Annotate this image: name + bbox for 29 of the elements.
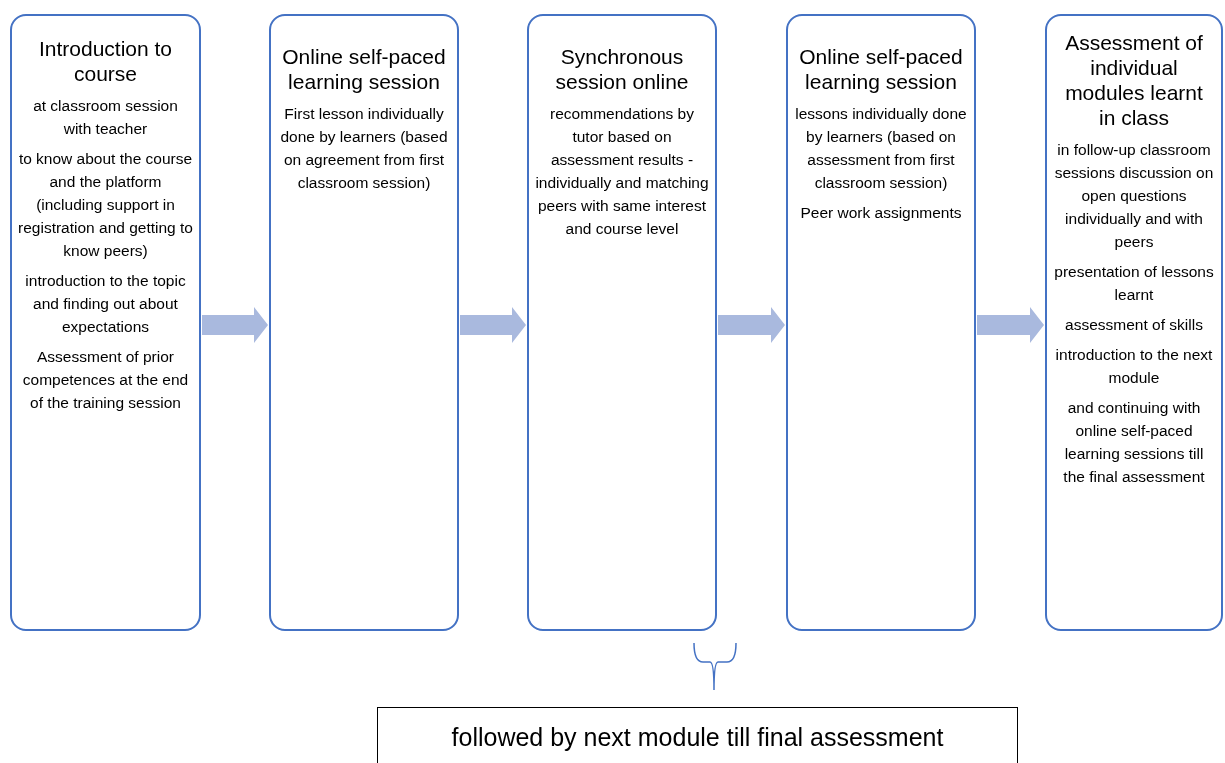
stage-box [10,14,201,631]
stage-heading: Online self-paced learning session [281,44,447,94]
block-arrow [202,307,268,343]
block-arrow [460,307,526,343]
stage-description: introduction to the topic and finding out about expectations [24,271,187,337]
stage-description: Peer work assignments [800,203,962,223]
stage-heading: Synchronous session online [554,44,690,94]
stage-box [527,14,717,631]
stage-box [786,14,976,631]
stage-description: First lesson individually done by learners (based on agreement from first classroom session) [279,104,449,193]
stage-description: at classroom session with teacher [32,96,179,139]
stage-description: assessment of skills [1065,315,1203,335]
stage-heading: Assessment of individual modules learnt in class [1064,30,1204,130]
note-box [377,707,1018,763]
stage-heading: Online self-paced learning session [798,44,964,94]
stage-description: and continuing with online self-paced learning sessions till the final assessment [1062,398,1206,487]
stage-description: recommendations by tutor based on assessment results - individually and matching peers with same interest and course level [535,104,709,239]
stage-description: lessons individually done by learners (based on assessment from first classroom session) [794,104,968,193]
note-text: followed by next module till final assessment [451,722,944,752]
stage-heading: Introduction to course [37,36,174,86]
stage-description: presentation of lessons learnt [1053,262,1215,305]
stage-description: to know about the course and the platform (including support in registration and getting to know peers) [18,149,193,261]
block-arrow [977,307,1044,343]
block-arrow [718,307,785,343]
stage-description: introduction to the next module [1054,345,1214,388]
stage-description: Assessment of prior competences at the end of the training session [21,347,190,413]
stage-description: in follow-up classroom sessions discussion on open questions individually and with peers [1053,140,1215,252]
stage-box [269,14,459,631]
stage-box [1045,14,1223,631]
